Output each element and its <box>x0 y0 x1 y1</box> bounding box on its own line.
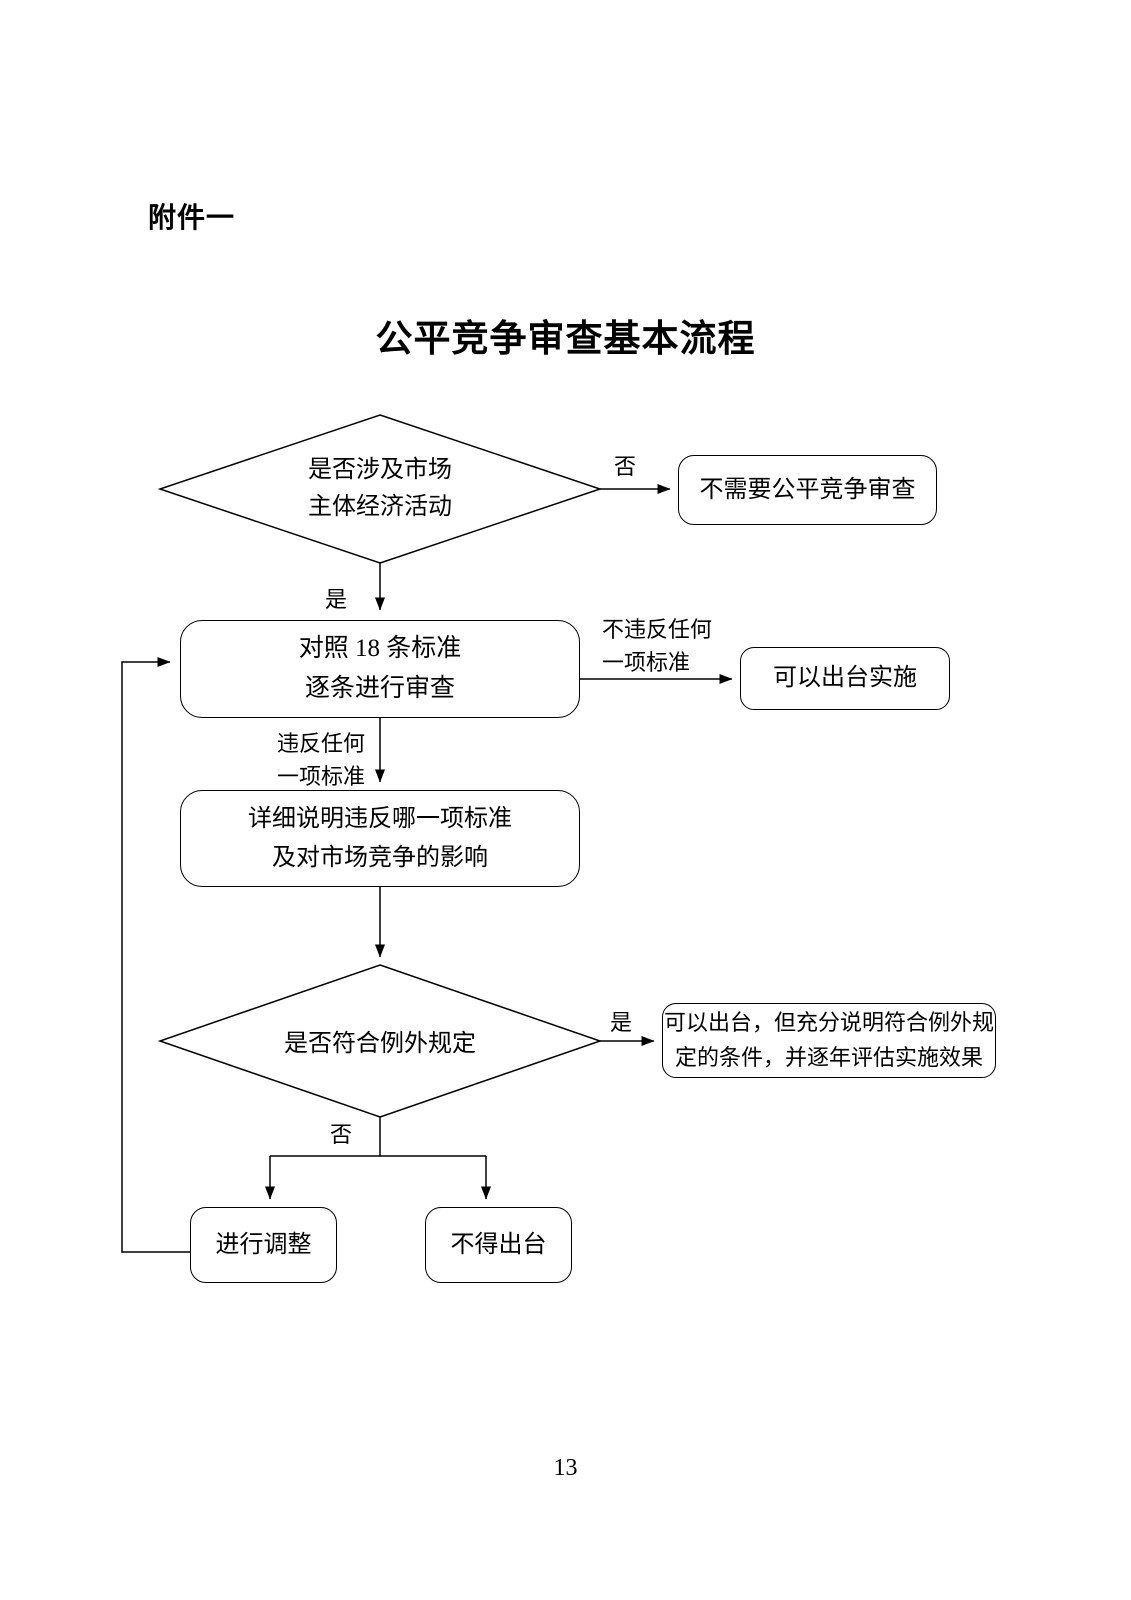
node-can-issue: 可以出台实施 <box>740 647 950 710</box>
node-adjust: 进行调整 <box>190 1207 337 1283</box>
node-must-not-issue: 不得出台 <box>425 1207 572 1283</box>
node-line: 不需要公平竞争审查 <box>699 476 916 503</box>
edge-label-no-1: 否 <box>614 454 637 479</box>
node-line: 是否符合例外规定 <box>284 1031 476 1057</box>
edge-label-line: 一项标准 <box>602 650 691 675</box>
node-line: 及对市场竞争的影响 <box>272 844 488 871</box>
node-decision-exception: 是否符合例外规定 <box>230 1026 530 1063</box>
page-title: 公平竞争审查基本流程 <box>375 318 756 359</box>
node-line: 可以出台实施 <box>773 665 917 692</box>
edge-label-violating: 违反任何 一项标准 <box>277 727 365 793</box>
node-no-review: 不需要公平竞争审查 <box>678 455 937 525</box>
edge-label-line: 违反任何 <box>277 731 366 756</box>
node-decision-market: 是否涉及市场 主体经济活动 <box>230 452 530 526</box>
edge-label-yes-2: 是 <box>610 1010 633 1035</box>
node-review-standards: 对照 18 条标准 逐条进行审查 <box>180 620 580 718</box>
node-line: 对照 18 条标准 <box>298 635 462 662</box>
node-line: 主体经济活动 <box>308 494 452 521</box>
edge-label-no-2: 否 <box>330 1122 353 1147</box>
edge-label-line: 不违反任何 <box>602 617 713 642</box>
node-line: 不得出台 <box>450 1231 547 1258</box>
node-line: 详细说明违反哪一项标准 <box>248 806 512 833</box>
node-line: 是否涉及市场 <box>308 457 452 483</box>
node-issue-with-conditions: 可以出台，但充分说明符合例外规 定的条件，并逐年评估实施效果 <box>662 1003 996 1078</box>
edge-label-line: 一项标准 <box>277 764 366 789</box>
attachment-label: 附件一 <box>148 202 236 233</box>
edge-label-yes-1: 是 <box>325 587 348 612</box>
node-line: 逐条进行审查 <box>304 675 455 702</box>
page-number: 13 <box>553 1455 578 1481</box>
node-explain-violation: 详细说明违反哪一项标准 及对市场竞争的影响 <box>180 790 580 887</box>
node-line: 可以出台，但充分说明符合例外规 <box>663 1010 994 1036</box>
node-line: 进行调整 <box>215 1231 312 1258</box>
node-line: 定的条件，并逐年评估实施效果 <box>674 1044 983 1070</box>
edge-loop-back <box>121 657 190 1253</box>
edge-label-not-violating: 不违反任何 一项标准 <box>602 613 712 679</box>
